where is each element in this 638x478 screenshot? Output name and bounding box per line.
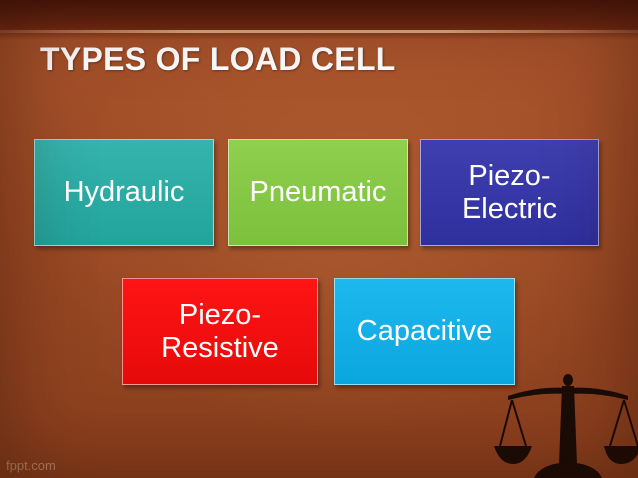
box-label: Piezo- Electric [461,159,558,225]
load-cell-type-hydraulic: Hydraulic [34,139,214,246]
scales-of-justice-icon [494,374,638,478]
box-label: Pneumatic [249,176,387,208]
box-label: Capacitive [356,315,493,347]
watermark: fppt.com [6,458,56,473]
slide-title: TYPES OF LOAD CELL [40,41,396,77]
load-cell-type-piezo-resistive: Piezo- Resistive [122,278,318,385]
load-cell-type-pneumatic: Pneumatic [228,139,408,246]
top-divider-line [0,30,638,33]
top-band [0,0,638,40]
box-label: Piezo- Resistive [161,298,279,364]
load-cell-type-piezo-electric: Piezo- Electric [420,139,599,246]
box-label: Hydraulic [63,176,185,208]
load-cell-type-capacitive: Capacitive [334,278,515,385]
